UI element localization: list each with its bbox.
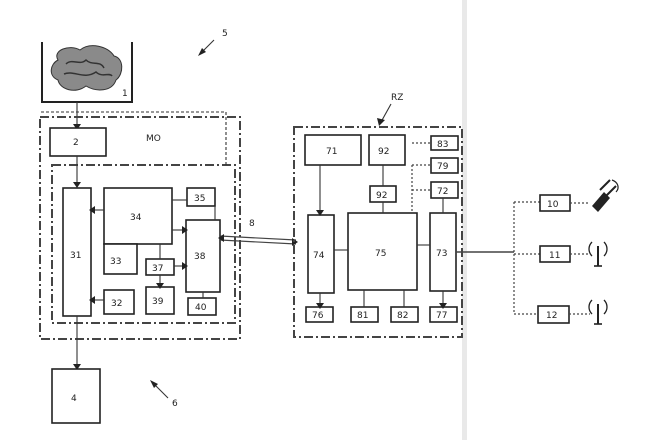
label-35: 35 [194,194,205,204]
mo-dotted-frame [40,111,227,165]
label-73: 73 [436,249,447,259]
label-71: 71 [326,147,337,157]
block-33 [103,243,138,275]
label-79: 79 [437,162,449,172]
label-76: 76 [312,311,324,321]
block-2 [49,127,107,157]
satellite-icon [592,179,619,212]
label-92-upper: 92 [378,147,389,157]
label-32: 32 [111,299,122,309]
block-71 [304,134,362,166]
label-12: 12 [546,311,557,321]
block-92-upper [368,134,406,166]
block-39 [145,286,175,315]
group-rz-outline [293,126,463,338]
block-74 [307,214,335,294]
label-10: 10 [547,200,559,210]
label-4: 4 [71,394,77,404]
block-72 [430,181,459,199]
label-38: 38 [194,252,206,262]
label-77: 77 [436,311,447,321]
group-mo-outline [39,116,241,340]
block-35 [186,187,216,207]
label-83: 83 [437,140,448,150]
block-40 [187,297,217,316]
block-75 [347,212,418,291]
block-34 [103,187,173,245]
group-inner-outline [51,164,236,324]
group-mo-label: MO [146,134,161,144]
scan-edge [462,0,467,440]
label-72: 72 [437,187,448,197]
antenna-icon [588,241,608,267]
label-39: 39 [152,297,164,307]
ref-5: 5 [222,29,228,39]
ref-8: 8 [249,219,255,229]
label-33: 33 [110,257,121,267]
label-34: 34 [130,213,142,223]
block-38 [185,219,221,293]
label-1: 1 [122,89,128,99]
sample-blob [50,45,123,91]
label-31: 31 [70,251,81,261]
ref-6: 6 [172,399,178,409]
label-75: 75 [375,249,386,259]
sample-container: 1 [41,42,133,103]
group-rz-label: RZ [391,93,403,103]
block-32 [103,289,135,315]
label-92-lower: 92 [376,191,387,201]
block-83 [430,135,459,151]
label-11: 11 [549,251,560,261]
label-40: 40 [195,303,207,313]
antenna-icon [588,299,608,325]
label-74: 74 [313,251,325,261]
label-2: 2 [73,138,79,148]
block-79 [430,157,459,174]
label-82: 82 [397,311,408,321]
link-8 [219,235,297,241]
label-37: 37 [152,264,163,274]
block-31 [62,187,92,317]
block-4 [51,368,101,424]
label-81: 81 [357,311,368,321]
